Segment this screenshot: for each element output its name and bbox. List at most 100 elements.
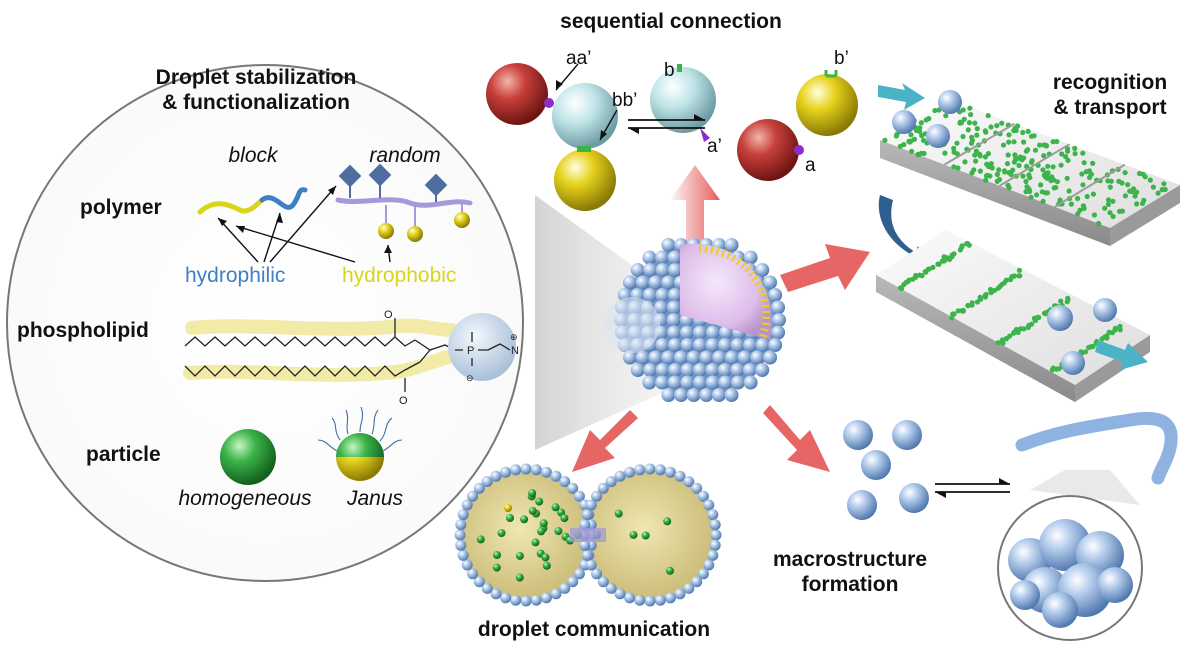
green-particle xyxy=(1096,220,1102,227)
shell-sphere xyxy=(490,588,502,600)
green-particle xyxy=(1091,212,1097,218)
green-particle xyxy=(977,153,983,159)
green-particle xyxy=(959,243,965,249)
linker-b-left xyxy=(577,146,591,152)
shell-sphere xyxy=(579,519,591,531)
phosphate-bonds xyxy=(455,332,511,366)
green-particle xyxy=(1053,184,1059,191)
nitrogen-atom: N xyxy=(511,345,519,357)
green-particle xyxy=(978,296,984,302)
green-particle xyxy=(1072,151,1078,157)
surfactant-tail xyxy=(726,251,732,260)
green-particles-top xyxy=(882,98,1168,227)
shell-sphere xyxy=(624,466,636,478)
block-label: block xyxy=(228,144,279,167)
cyan-droplet-left xyxy=(552,83,618,149)
shell-sphere xyxy=(467,490,479,502)
green-particle xyxy=(897,285,904,291)
green-particle xyxy=(1050,177,1057,183)
cyan-droplet-right xyxy=(650,67,716,133)
surfactant-tail xyxy=(758,333,768,338)
shell-sphere xyxy=(742,363,757,377)
shell-sphere xyxy=(686,350,701,365)
green-particle xyxy=(476,535,485,544)
macrostructure-panel: macrostructure formation xyxy=(773,411,1178,641)
shell-sphere xyxy=(730,338,745,352)
shell-sphere xyxy=(705,375,720,390)
shell-sphere xyxy=(755,263,770,277)
green-particle xyxy=(1134,189,1140,195)
center-droplet xyxy=(604,238,786,402)
green-particle xyxy=(1016,267,1023,273)
green-particle xyxy=(528,489,537,498)
green-particle xyxy=(1088,344,1094,350)
green-particle xyxy=(1054,179,1060,185)
macrostructure-title-line1: macrostructure xyxy=(773,548,927,571)
label-b: b xyxy=(664,60,675,81)
shell-sphere xyxy=(666,313,681,327)
green-particle xyxy=(1110,213,1116,220)
green-particle xyxy=(1054,138,1060,145)
shell-sphere xyxy=(655,363,670,377)
green-particle xyxy=(1083,169,1089,175)
green-particle xyxy=(492,563,501,572)
shell-sphere xyxy=(768,338,783,352)
shell-sphere xyxy=(667,375,682,390)
green-particle xyxy=(1039,189,1045,195)
green-particle xyxy=(1107,210,1113,216)
green-particle xyxy=(973,158,979,164)
green-particle xyxy=(987,286,994,293)
green-particle xyxy=(1005,182,1011,188)
surfactant-tail xyxy=(760,327,769,332)
label-bb: bb’ xyxy=(612,90,637,111)
green-particle xyxy=(1162,186,1168,193)
green-particle xyxy=(1001,168,1008,174)
shell-sphere xyxy=(699,388,714,402)
shell-sphere xyxy=(622,350,637,365)
shell-sphere xyxy=(718,338,733,352)
shell-sphere xyxy=(455,539,467,551)
green-particle xyxy=(960,307,966,313)
shell-sphere xyxy=(743,338,758,352)
lipid-chain-top xyxy=(184,336,416,347)
shell-sphere xyxy=(510,594,522,606)
shell-sphere xyxy=(581,509,593,521)
shell-sphere xyxy=(630,263,645,277)
shell-sphere xyxy=(724,238,739,252)
filament xyxy=(1015,411,1178,485)
surfactant-tail xyxy=(704,244,708,254)
recognition-panel: recognition & transport xyxy=(876,71,1180,402)
hydrophilic-arrows xyxy=(217,185,391,263)
green-particle xyxy=(974,132,980,138)
green-particle xyxy=(965,127,971,133)
shell-sphere xyxy=(706,325,721,340)
surfactant-tail xyxy=(735,257,743,266)
captured-droplet-3 xyxy=(926,124,950,148)
shell-sphere xyxy=(454,529,466,541)
green-particle xyxy=(1141,197,1147,203)
communication-title: droplet communication xyxy=(478,618,710,641)
arrow-right xyxy=(780,244,870,292)
minus-charge: ⊖ xyxy=(466,373,474,383)
green-particle xyxy=(1110,198,1116,204)
shell-sphere xyxy=(724,388,739,402)
green-particle xyxy=(909,148,915,154)
label-a: a xyxy=(805,155,816,176)
surfactant-tail xyxy=(761,304,770,308)
shell-sphere xyxy=(579,539,591,551)
shell-sphere xyxy=(461,499,473,511)
shell-sphere xyxy=(709,519,721,531)
green-particle xyxy=(1015,123,1021,129)
shell-sphere xyxy=(634,464,646,476)
green-particle xyxy=(1136,170,1143,177)
yellow-droplet-right xyxy=(796,74,858,136)
stabilization-panel: O O P N ⊕ ⊖ D xyxy=(6,64,524,582)
shell-sphere xyxy=(550,470,562,482)
random-label: random xyxy=(369,144,440,167)
green-particle xyxy=(988,124,994,130)
comm-green-particles xyxy=(476,489,674,582)
green-particle xyxy=(913,127,920,133)
red-droplet-right xyxy=(737,119,799,181)
shell-sphere xyxy=(597,576,609,588)
green-particle xyxy=(497,529,506,538)
